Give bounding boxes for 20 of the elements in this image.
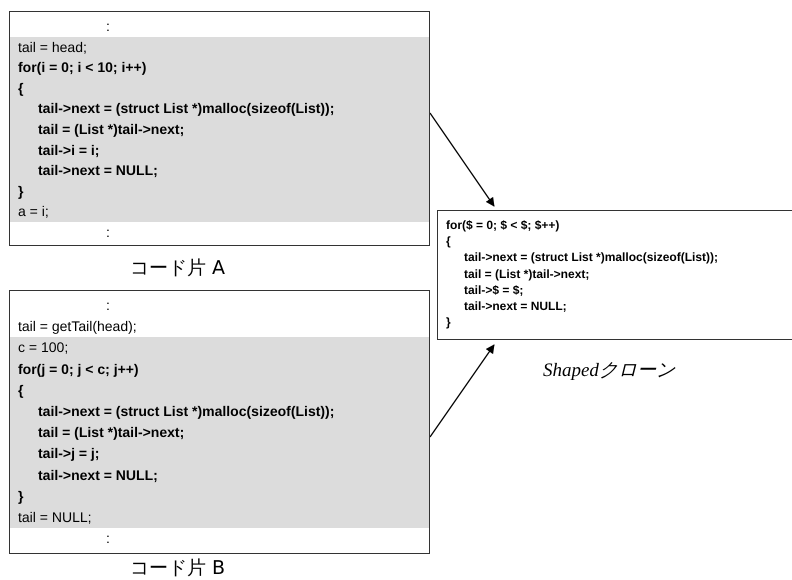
code-box [9,290,430,554]
code-line: tail = (List *)tail->next; [463,266,590,282]
code-line: : [105,529,111,548]
arrow [429,344,495,438]
node-label: コード片 A [130,256,226,281]
code-line: } [445,314,452,330]
code-line: { [445,233,452,250]
code-box [437,210,792,340]
code-line: tail->next = NULL; [463,298,568,314]
code-box [9,11,430,246]
code-line: for($ = 0; $ < $; $++) [445,217,560,234]
code-line: tail->next = (struct List *)malloc(sizeof(List)); [463,249,720,266]
code-line: : [105,222,111,242]
node-label: Shapedクローン [543,359,675,383]
code-line: : [105,17,111,36]
code-line: tail->$ = $; [463,282,524,298]
code-line: : [105,296,111,315]
code-line: tail = getTail(head); [17,317,138,336]
node-label: コード片 B [130,556,226,580]
arrow [429,112,495,207]
